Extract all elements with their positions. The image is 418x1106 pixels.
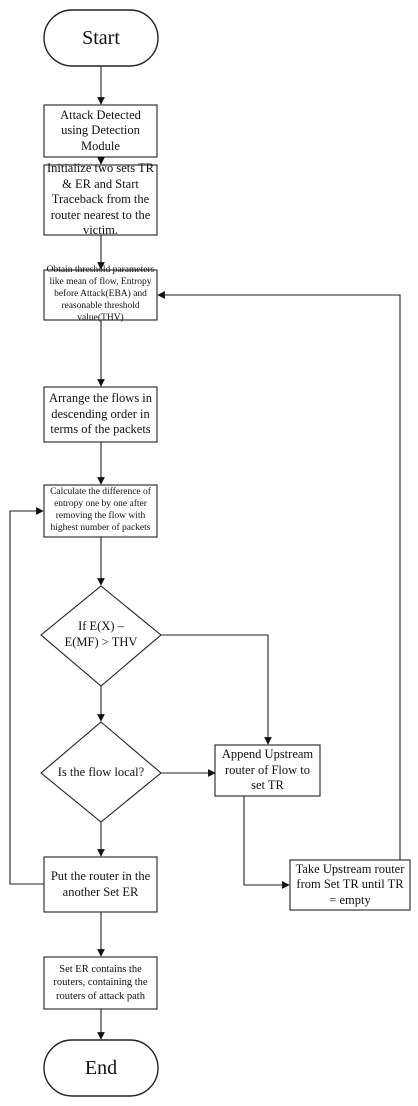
- start-label: Start: [82, 26, 120, 49]
- connector-put-loop-to-calculate: [9, 507, 44, 885]
- set-er-label: Set ER contains the routers, containing …: [53, 964, 148, 1002]
- connector-append-to-take: [243, 796, 290, 889]
- end-terminal: [43, 1039, 159, 1097]
- append-upstream-label: Append Upstream router of Flow to set TR: [221, 747, 314, 793]
- connector-take-loop-to-obtain: [157, 291, 401, 860]
- initialize-label: Initialize two sets TR & ER and Start Tr…: [46, 160, 155, 238]
- take-upstream-label: Take Upstream router from Set TR until T…: [295, 861, 405, 907]
- decision-local-label: Is the flow local?: [57, 765, 145, 780]
- decision-entropy-label: If E(X) – E(MF) > THV: [64, 619, 138, 649]
- calculate-difference-label: Calculate the difference of entropy one …: [50, 487, 151, 533]
- connector-entropy-to-append: [161, 634, 272, 745]
- take-upstream-box: [289, 859, 411, 911]
- end-label: End: [84, 1056, 118, 1079]
- put-router-label: Put the router in the another Set ER: [50, 868, 151, 899]
- attack-detected-label: Attack Detected using Detection Module: [60, 107, 141, 153]
- obtain-threshold-label: Obtain threshold parameters like mean of…: [46, 265, 155, 323]
- arrange-flows-label: Arrange the flows in descending order in…: [48, 391, 153, 437]
